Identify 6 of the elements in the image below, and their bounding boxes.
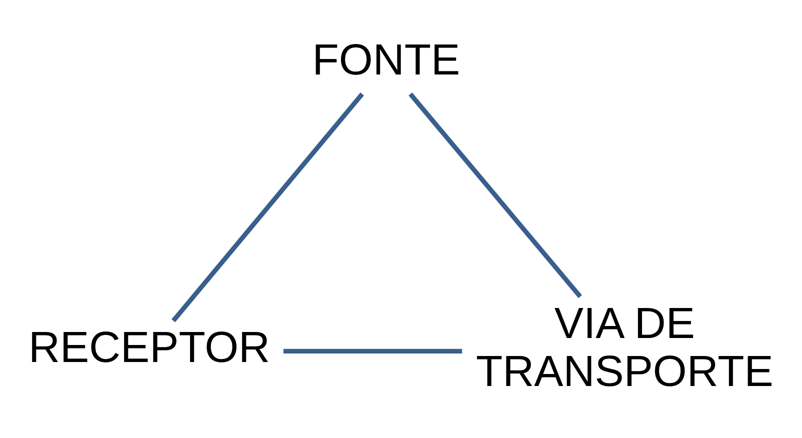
node-text: RECEPTOR <box>28 322 270 372</box>
node-text: VIA DE TRANSPORTE <box>476 298 774 396</box>
connector <box>283 348 462 354</box>
connector <box>408 92 582 298</box>
node-text: FONTE <box>312 34 460 84</box>
connector <box>172 92 364 322</box>
